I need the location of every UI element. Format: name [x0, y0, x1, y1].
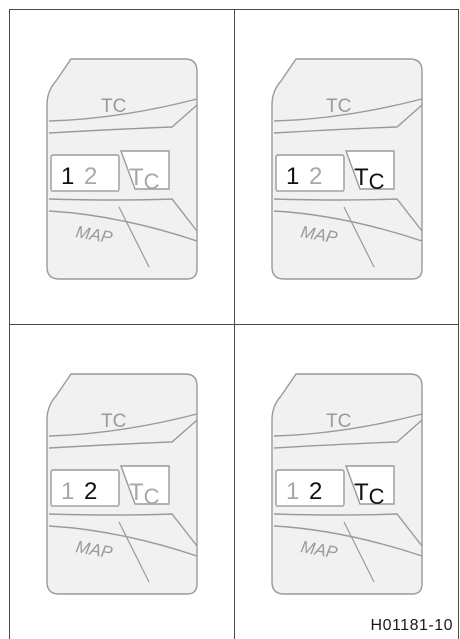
tc-label: TC — [326, 411, 351, 432]
map-digit-2: 2 — [309, 478, 322, 505]
map-digit-2: 2 — [84, 478, 97, 505]
tc-label: TC — [326, 96, 351, 117]
map-digit-1: 1 — [286, 163, 299, 190]
tc-button-label: TC — [129, 479, 160, 509]
map-digit-1: 1 — [61, 163, 74, 190]
map-digit-1: 1 — [286, 478, 299, 505]
tc-button-label: TC — [129, 164, 160, 194]
map-digit-1: 1 — [61, 478, 74, 505]
figure-code: H01181-10 — [371, 617, 453, 635]
map-digit-2: 2 — [309, 163, 322, 190]
tc-label: TC — [101, 411, 126, 432]
tc-button-label: TC — [354, 479, 385, 509]
tc-label: TC — [101, 96, 126, 117]
map-digit-2: 2 — [84, 163, 97, 190]
tc-button-label: TC — [354, 164, 385, 194]
